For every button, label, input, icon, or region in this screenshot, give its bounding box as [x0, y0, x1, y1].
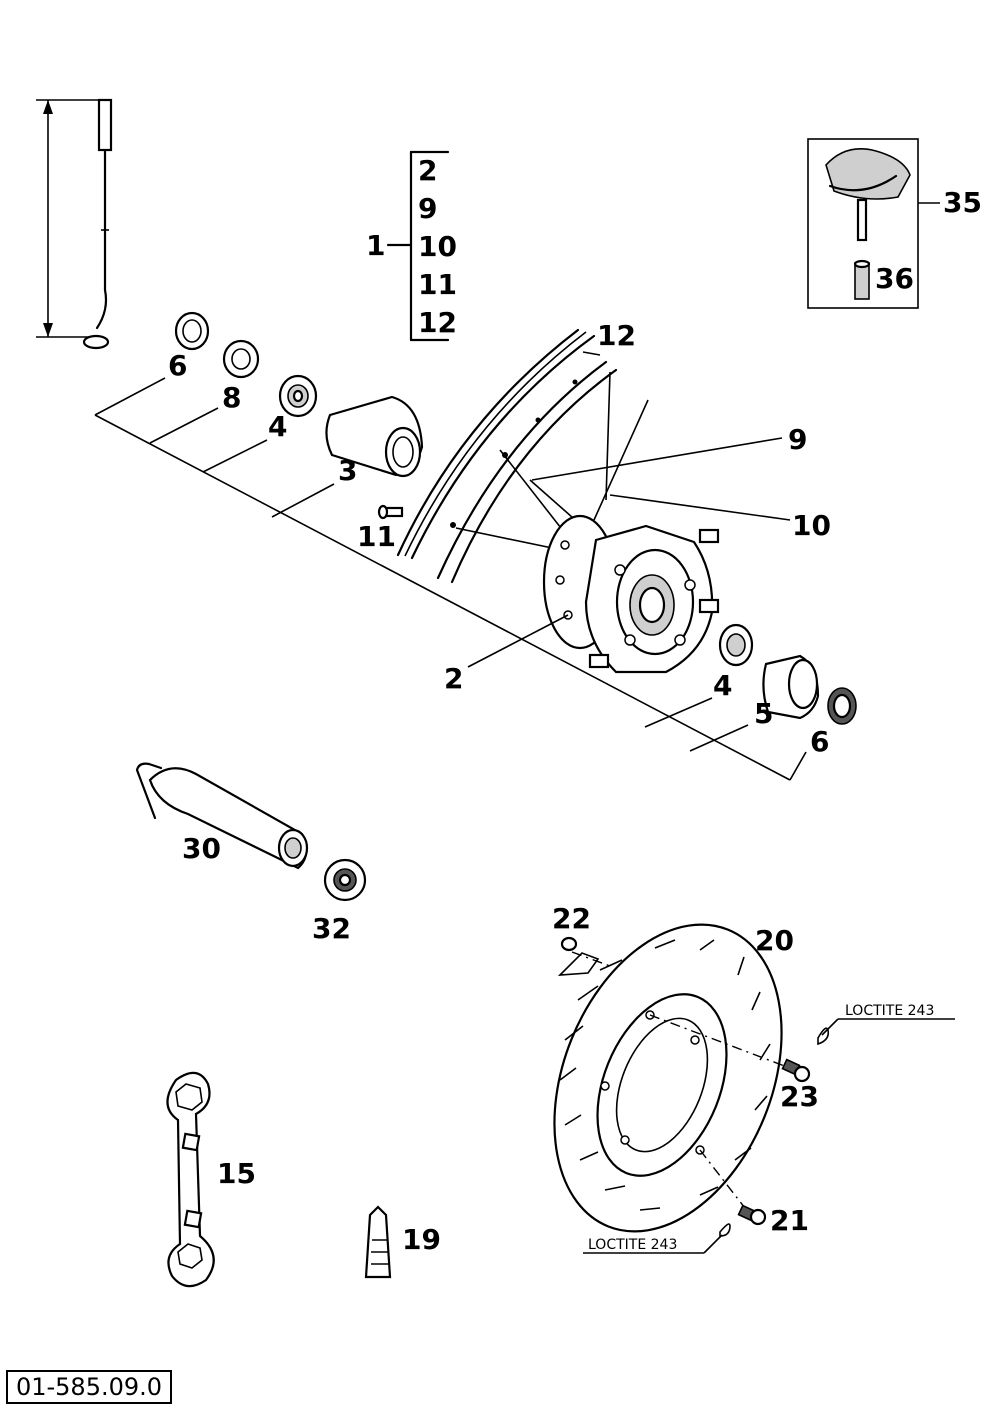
loctite-note-bottom: LOCTITE 243	[588, 1237, 677, 1253]
callout-numbers: 12 9 10 11 2 3 4 8 6 4 5 6 30 32 20 22 2…	[168, 319, 831, 1256]
bracket-item: 2	[418, 154, 437, 187]
loctite-note-top: LOCTITE 243	[845, 1003, 934, 1019]
loctite-notes: LOCTITE 243 LOCTITE 243	[583, 1003, 955, 1254]
callout-35: 35	[943, 186, 982, 219]
assembly-bracket: 1 2 9 10 11 12	[366, 150, 457, 342]
callout-axle: 30	[182, 832, 221, 865]
callout-rim: 12	[597, 319, 636, 352]
callout-wrench: 15	[217, 1157, 256, 1190]
axle-drawing	[135, 762, 367, 902]
valve-kit-box: 35 36	[807, 138, 982, 309]
left-bearing-stack	[174, 311, 424, 520]
callout-tube: 19	[402, 1223, 441, 1256]
disc-screws-drawing	[649, 1014, 830, 1237]
callout-spacer-clip: 22	[552, 902, 591, 935]
document-reference: 01-585.09.0	[6, 1370, 172, 1404]
bracket-label: 1	[366, 229, 385, 262]
spacer-clip-drawing	[557, 936, 611, 976]
callout-bearing-right: 4	[713, 669, 732, 702]
bracket-item: 12	[418, 306, 457, 339]
callout-nipple: 10	[792, 509, 831, 542]
callout-hub: 2	[444, 662, 463, 695]
callout-seal-left: 6	[168, 349, 187, 382]
bracket-item: 11	[418, 268, 457, 301]
callout-seal-right: 6	[810, 725, 829, 758]
callout-disc-screw-top: 23	[780, 1080, 819, 1113]
brake-disc-drawing	[553, 923, 783, 1233]
callout-valve: 11	[357, 520, 396, 553]
callout-spacer-long: 3	[338, 454, 357, 487]
callout-brake-disc: 20	[755, 924, 794, 957]
wrench-drawing	[166, 1071, 215, 1288]
hub-drawing	[542, 514, 720, 674]
callout-ring-left: 8	[222, 381, 241, 414]
callout-axle-nut: 32	[312, 912, 351, 945]
rim-drawing	[396, 328, 618, 584]
spoke-length-drawing	[36, 98, 113, 350]
callout-spacer-right: 5	[754, 697, 773, 730]
callout-bearing-left: 4	[268, 410, 287, 443]
bracket-item: 10	[418, 230, 457, 263]
callout-36: 36	[875, 262, 914, 295]
tube-drawing	[364, 1205, 392, 1279]
callout-spoke: 9	[788, 423, 807, 456]
axis-leaders	[94, 351, 807, 781]
bracket-item: 9	[418, 192, 437, 225]
right-bearing-stack	[718, 623, 857, 725]
callout-disc-screw-bottom: 21	[770, 1204, 809, 1237]
